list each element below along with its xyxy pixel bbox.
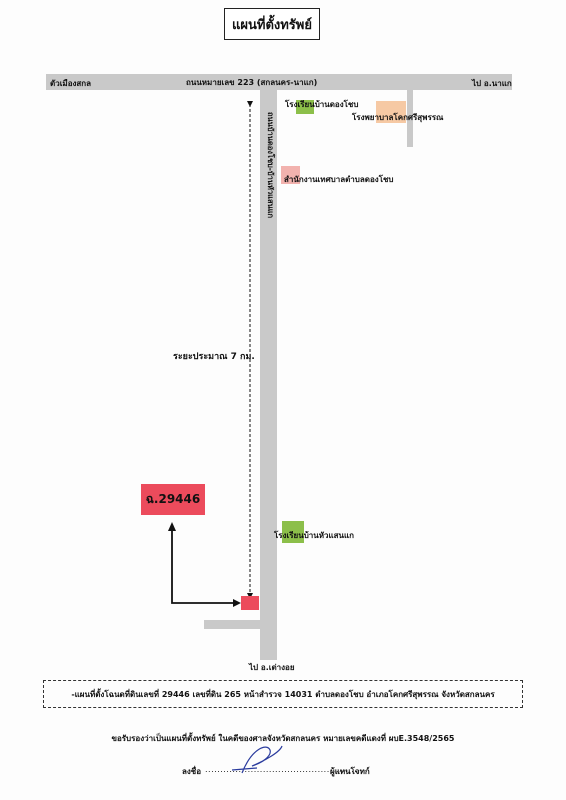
deed-info-box: -แผนที่ตั้งโฉนดที่ดินเลขที่ 29446 เลขที่… [43,680,523,708]
main-road-label: ถนนหมายเลข 223 (สกลนคร-นาแก) [186,78,318,87]
signature-label: ลงชื่อ [182,767,202,776]
hospital-branch-road [407,90,413,147]
main-road [46,74,512,90]
route-arrow [171,527,236,604]
office-marker [281,166,300,184]
certification-text: ขอรับรองว่าเป็นแผนที่ตั้งทรัพย์ ในคดีของ… [111,734,455,743]
east-destination-label: ไป อ.นาแก [472,79,512,88]
signature-scribble [231,745,283,774]
distance-label: ระยะประมาณ 7 กม. [173,352,255,362]
deed-label: ฉ.29446 [141,484,205,515]
school-2-marker [282,521,304,543]
school-1-label: โรงเรียนบ้านดองโชบ [285,100,359,109]
west-destination-label: ตัวเมืองสกล [50,79,92,88]
school-2-label: โรงเรียนบ้านหัวแสนแก [274,531,354,540]
lower-branch-road [204,620,260,629]
property-marker [241,596,259,610]
signature-role: ผู้แทนโจทก์ [330,767,370,776]
route-arrow-head-right [233,599,241,607]
map-title: แผนที่ตั้งทรัพย์ [224,8,320,40]
hospital-label: โรงพยาบาลโคกศรีสุพรรณ [352,113,444,122]
south-destination-label: ไป อ.เต่างอย [249,663,295,672]
office-label: สำนักงานเทศบาลตำบลดองโชบ [284,175,394,184]
hospital-marker [376,101,406,123]
side-road [260,90,277,660]
route-arrow-head-up [168,522,176,531]
signature-dots: ........................................… [205,765,358,774]
school-1-marker [296,100,314,114]
